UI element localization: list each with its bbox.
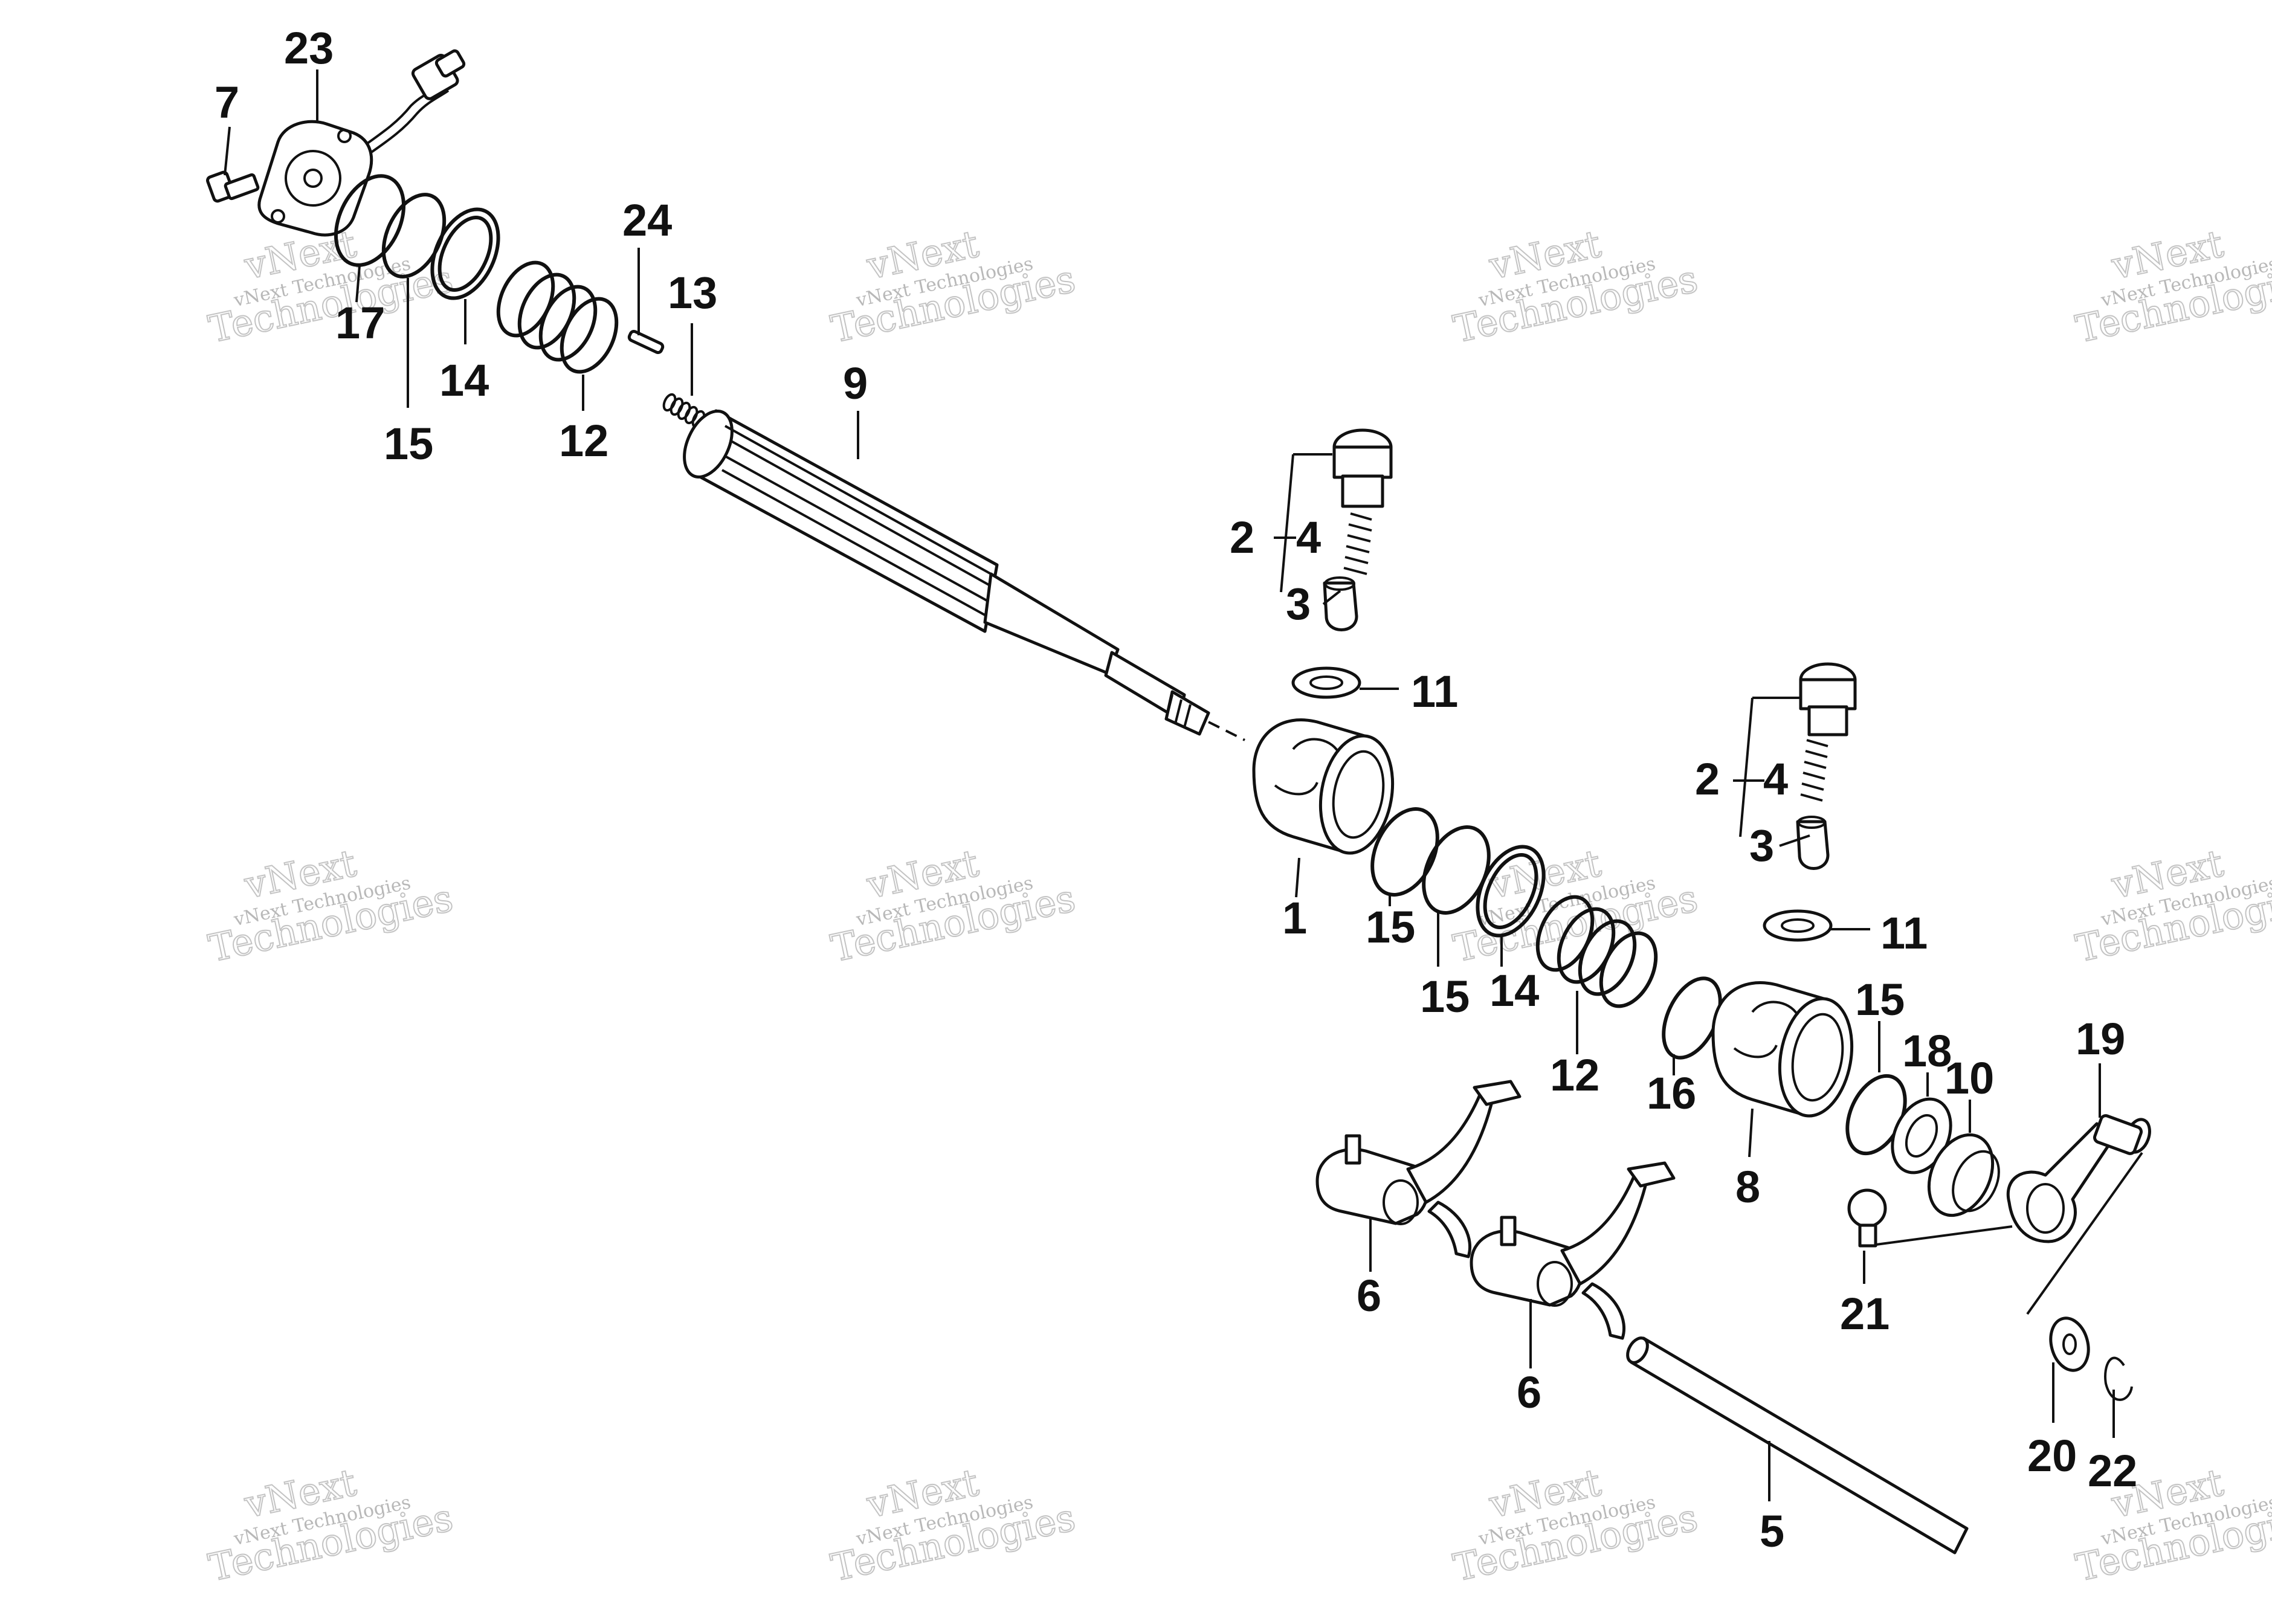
callout-15c: 15 xyxy=(1420,971,1470,1022)
watermark: vNext vNext Technologies Technologies xyxy=(2071,221,2272,352)
callout-16: 16 xyxy=(1647,1068,1696,1118)
callout-8: 8 xyxy=(1735,1162,1760,1212)
part-14-washer-inner xyxy=(437,216,493,292)
callout-15a: 15 xyxy=(384,419,433,469)
part-3-plunger-lower xyxy=(1796,816,1830,870)
watermark: vNext vNext Technologies Technologies xyxy=(1449,1460,1702,1591)
part-6-shift-fork-upper xyxy=(1315,1080,1522,1258)
watermark: vNext vNext Technologies Technologies xyxy=(1449,221,1702,352)
part-14-washer-mid-inner xyxy=(1483,853,1538,929)
callout-4b: 4 xyxy=(1763,754,1788,804)
part-15-circlip-mid-a xyxy=(1370,807,1439,897)
callout-14b: 14 xyxy=(1489,965,1539,1016)
part-4-spring-upper xyxy=(1343,512,1372,575)
callout-18: 18 xyxy=(1902,1026,1952,1076)
part-14-washer-mid xyxy=(1476,845,1546,938)
callout-7: 7 xyxy=(215,77,239,127)
callout-6a: 6 xyxy=(1357,1271,1381,1321)
callout-24: 24 xyxy=(622,195,672,245)
callout-6b: 6 xyxy=(1517,1367,1541,1417)
part-22-e-clip xyxy=(2104,1356,2133,1401)
part-9-shaft xyxy=(683,409,1245,741)
callout-3b: 3 xyxy=(1749,820,1774,871)
part-3-plunger-upper xyxy=(1323,576,1358,631)
callout-20: 20 xyxy=(2027,1431,2077,1481)
part-6-shift-fork-lower xyxy=(1470,1161,1676,1340)
part-24-pin xyxy=(627,329,665,355)
callout-12a: 12 xyxy=(559,416,608,466)
watermark: vNext vNext Technologies Technologies xyxy=(827,1460,1080,1591)
part-1-shift-sleeve xyxy=(1252,718,1395,855)
callout-4a: 4 xyxy=(1296,512,1321,562)
callout-13: 13 xyxy=(668,268,717,318)
callout-3a: 3 xyxy=(1286,579,1311,629)
watermark: vNext vNext Technologies Technologies xyxy=(827,221,1080,352)
part-2-plug-upper xyxy=(1332,428,1393,508)
part-10-bearing xyxy=(1927,1133,2000,1217)
callout-5: 5 xyxy=(1760,1506,1784,1556)
part-21-pin xyxy=(1847,1188,2013,1248)
callout-9: 9 xyxy=(843,358,868,408)
callout-19: 19 xyxy=(2076,1014,2125,1064)
part-19-shift-arm xyxy=(2006,1114,2151,1315)
watermark: vNext vNext Technologies Technologies xyxy=(204,1460,457,1591)
callout-numbers: 23 7 17 15 14 12 24 13 9 2 4 3 11 1 15 1… xyxy=(215,23,2137,1556)
part-12-spring xyxy=(496,260,619,374)
callout-23: 23 xyxy=(284,23,334,73)
part-4-spring-lower xyxy=(1800,739,1828,802)
watermark: vNext vNext Technologies Technologies xyxy=(827,840,1080,971)
part-5-fork-rod xyxy=(1626,1336,1969,1555)
watermarks: vNext vNext Technologies Technologies vN… xyxy=(204,221,2272,1591)
part-20-washer xyxy=(2049,1316,2090,1372)
watermark: vNext vNext Technologies Technologies xyxy=(204,840,457,971)
part-11-washer-lower xyxy=(1763,909,1833,942)
callout-2b: 2 xyxy=(1695,754,1720,804)
callout-10: 10 xyxy=(1944,1053,1994,1103)
callout-12b: 12 xyxy=(1550,1050,1599,1100)
part-8-shift-sleeve xyxy=(1711,981,1854,1118)
part-14-washer xyxy=(430,207,500,300)
part-12-spring-mid xyxy=(1535,895,1658,1008)
callout-15d: 15 xyxy=(1855,975,1905,1025)
callout-14a: 14 xyxy=(439,355,489,405)
callout-17: 17 xyxy=(335,298,385,348)
part-7-bolt xyxy=(206,170,260,203)
watermark: vNext vNext Technologies Technologies xyxy=(2071,840,2272,971)
part-23-sensor-plate xyxy=(257,49,466,237)
callout-21: 21 xyxy=(1840,1289,1890,1339)
callout-1: 1 xyxy=(1282,893,1307,943)
callout-11a: 11 xyxy=(1411,666,1458,717)
callout-2a: 2 xyxy=(1230,512,1254,562)
callout-22: 22 xyxy=(2088,1446,2137,1496)
part-11-washer-upper xyxy=(1291,666,1361,699)
watermark: vNext vNext Technologies Technologies xyxy=(2071,1460,2272,1591)
part-2-plug-lower xyxy=(1799,662,1857,736)
leader-lines xyxy=(224,69,2115,1501)
callout-15b: 15 xyxy=(1366,902,1415,952)
callout-11b: 11 xyxy=(1880,908,1928,958)
part-17-o-ring xyxy=(334,174,406,267)
